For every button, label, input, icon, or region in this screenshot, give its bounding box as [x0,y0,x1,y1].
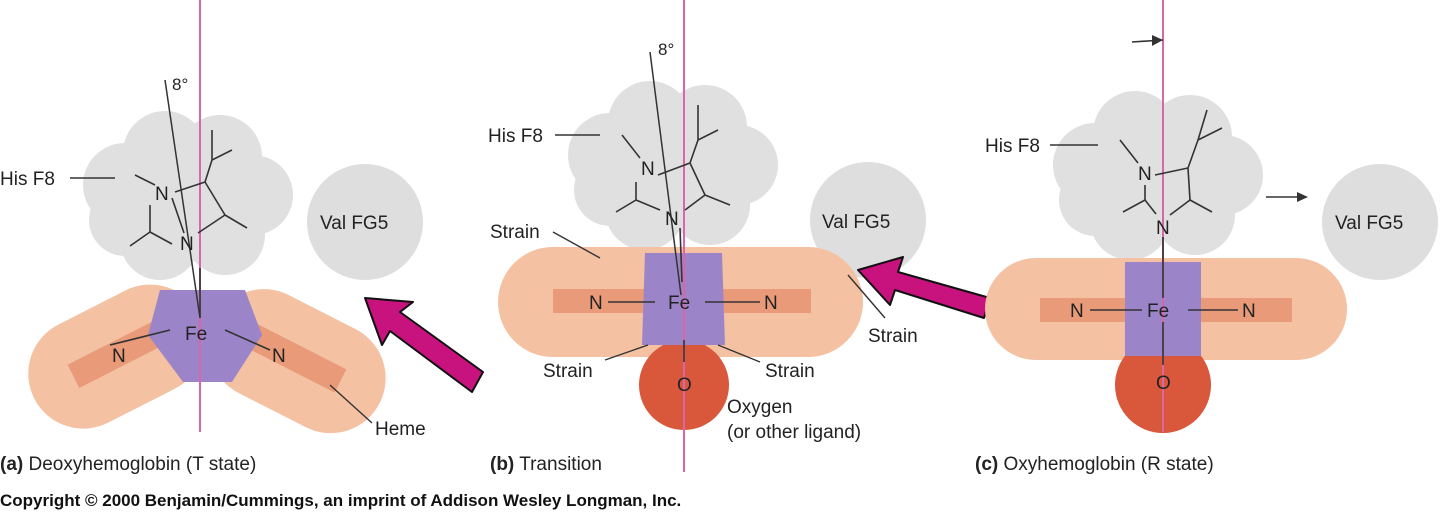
caption-a: (a) Deoxyhemoglobin (T state) [0,454,256,475]
atom-n-right: N [764,293,778,314]
panel-b: 8° His F8 Val FG5 Strain Strain Strain S… [488,0,926,475]
oxygen-label: Oxygen [727,397,792,418]
caption-b-text: Transition [519,454,602,475]
histidine-bonds [1090,109,1238,365]
histidine-bonds [608,105,760,362]
arrow-left-2 [857,256,991,319]
fe-block [148,290,262,382]
shift-arrow-top-head [1152,35,1163,46]
atom-n-upper: N [641,159,655,180]
caption-a-letter: (a) [0,454,23,475]
ligand-label: (or other ligand) [727,422,861,443]
panel-c: His F8 Val FG5 N N Fe N N O (c) Oxyhemog… [975,0,1438,475]
panel-a: 8° His F8 Val FG5 N N Fe N N Heme (a) De… [0,0,426,475]
val-fg5-label: Val FG5 [822,212,890,233]
atom-n-upper: N [155,184,169,205]
atom-n-lower: N [665,209,679,230]
strain-leader-bottom-right [717,344,761,363]
val-fg5-label: Val FG5 [1335,213,1403,234]
val-fg5-circle [810,162,926,278]
atom-n-left: N [1070,301,1084,322]
caption-c: (c) Oxyhemoglobin (R state) [975,454,1214,475]
his-f8-label: His F8 [985,136,1040,157]
histidine-bonds [109,130,271,351]
atom-n-lower: N [180,234,194,255]
angle-label: 8° [658,40,674,59]
caption-a-text: Deoxyhemoglobin (T state) [29,454,257,475]
strain-label-bottom-right: Strain [765,361,815,382]
strain-label-top: Strain [490,222,540,243]
strain-leader-bottom-left [604,344,649,361]
his-f8-label: His F8 [488,126,543,147]
angle-label: 8° [172,75,188,94]
heme-leader [329,384,373,424]
atom-n-upper: N [1138,164,1152,185]
caption-b: (b) Transition [490,454,602,475]
caption-b-letter: (b) [490,454,514,475]
heme-plane-bent [28,284,386,434]
heme-plane [498,247,863,430]
tilt-line [649,51,682,296]
val-fg5-label: Val FG5 [320,213,388,234]
atom-n-right: N [272,346,286,367]
strain-leader-top [552,231,601,259]
atom-o: O [1156,373,1171,394]
atom-o: O [677,375,692,396]
atom-fe: Fe [668,293,690,314]
arrow-left-1 [364,297,484,393]
val-fg5-circle [307,164,423,280]
caption-c-text: Oxyhemoglobin (R state) [1004,454,1214,475]
caption-c-letter: (c) [975,454,998,475]
strain-leader-right [847,274,886,319]
atom-n-left: N [112,346,126,367]
atom-n-left: N [589,293,603,314]
his-f8-label: His F8 [0,169,55,190]
atom-fe: Fe [1147,301,1169,322]
atom-n-lower: N [1156,218,1170,239]
val-fg5-circle [1322,164,1438,280]
tilt-line [164,79,201,319]
atom-fe: Fe [185,324,207,345]
copyright-text: Copyright © 2000 Benjamin/Cummings, an i… [0,491,681,510]
heme-label: Heme [375,419,426,440]
strain-label-bottom-left: Strain [543,361,593,382]
shift-arrow-right-head [1297,192,1308,202]
strain-label-right: Strain [868,326,918,347]
heme-plane [985,258,1347,433]
atom-n-right: N [1242,301,1256,322]
